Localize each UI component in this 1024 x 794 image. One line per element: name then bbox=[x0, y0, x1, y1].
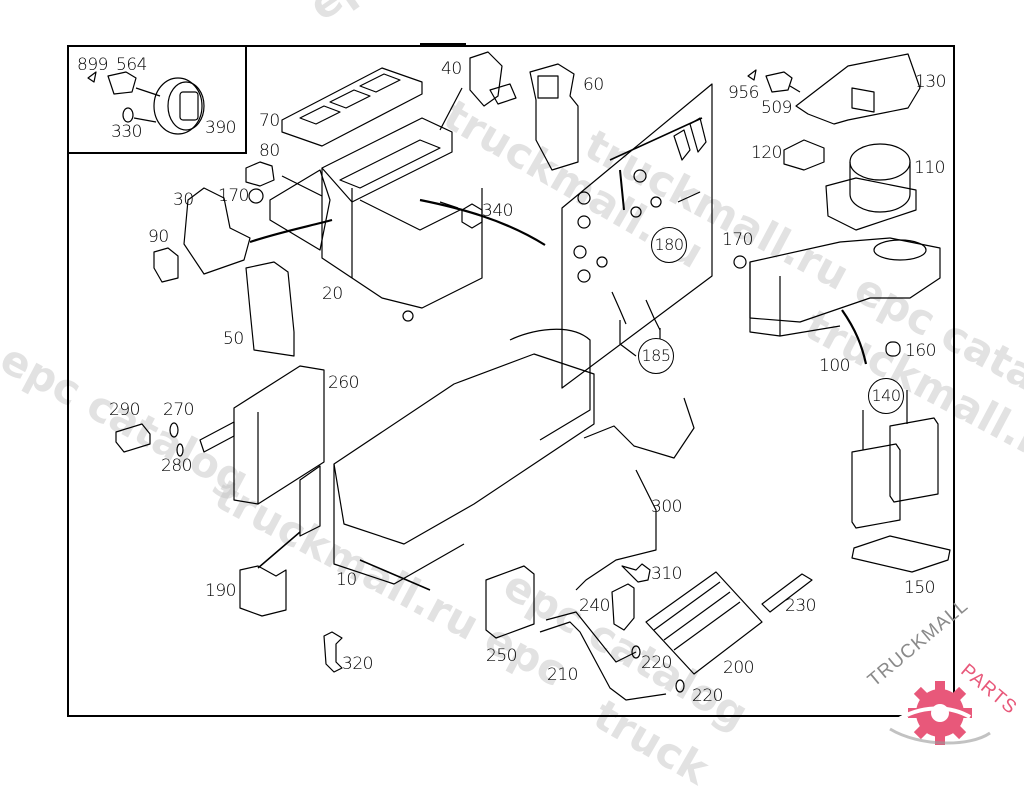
callout-340[interactable]: 340 bbox=[482, 201, 513, 221]
part-170b-grommet bbox=[733, 255, 747, 269]
callout-20[interactable]: 20 bbox=[322, 284, 343, 304]
part-390-resistor bbox=[87, 71, 205, 135]
callout-230[interactable]: 230 bbox=[785, 596, 816, 616]
callout-220a[interactable]: 220 bbox=[641, 653, 672, 673]
callout-300[interactable]: 300 bbox=[651, 497, 682, 517]
callout-150[interactable]: 150 bbox=[904, 578, 935, 598]
part-30-actuator bbox=[153, 187, 251, 283]
callout-160[interactable]: 160 bbox=[905, 341, 936, 361]
part-200-heater-core bbox=[645, 571, 763, 675]
callout-140[interactable]: 140 bbox=[868, 378, 904, 414]
part-10-module bbox=[299, 328, 595, 591]
callout-30[interactable]: 30 bbox=[173, 190, 194, 210]
part-120-resistor bbox=[783, 139, 825, 171]
part-150-tray bbox=[851, 535, 951, 573]
callout-185[interactable]: 185 bbox=[638, 338, 674, 374]
part-290-valve bbox=[115, 422, 184, 457]
parts-artwork bbox=[87, 51, 951, 701]
callout-564[interactable]: 564 bbox=[116, 55, 147, 75]
part-260-evaporator bbox=[199, 365, 325, 505]
part-70-cover bbox=[281, 67, 423, 147]
callout-260[interactable]: 260 bbox=[328, 373, 359, 393]
callout-250[interactable]: 250 bbox=[486, 646, 517, 666]
part-130-housing bbox=[747, 53, 921, 125]
part-110-blower bbox=[825, 143, 917, 231]
callout-170b[interactable]: 170 bbox=[722, 230, 753, 250]
frame-top-notch bbox=[420, 43, 466, 45]
part-340-nut bbox=[439, 201, 483, 229]
callout-80[interactable]: 80 bbox=[259, 141, 280, 161]
truckmall-parts-logo: TRUCKMALL PARTS bbox=[862, 595, 1022, 750]
callout-390[interactable]: 390 bbox=[205, 118, 236, 138]
callout-10[interactable]: 10 bbox=[336, 570, 357, 590]
callout-130[interactable]: 130 bbox=[915, 72, 946, 92]
part-80-sensor bbox=[245, 161, 323, 197]
part-50-duct bbox=[245, 261, 295, 357]
callout-310[interactable]: 310 bbox=[651, 564, 682, 584]
arrow-to-housing bbox=[249, 218, 333, 244]
callout-200[interactable]: 200 bbox=[723, 658, 754, 678]
part-60-duct bbox=[529, 63, 579, 171]
callout-210[interactable]: 210 bbox=[547, 665, 578, 685]
callout-330[interactable]: 330 bbox=[111, 122, 142, 142]
callout-110[interactable]: 110 bbox=[914, 158, 945, 178]
callout-170[interactable]: 170 bbox=[218, 186, 249, 206]
part-190-bracket bbox=[239, 565, 287, 617]
callout-90[interactable]: 90 bbox=[148, 227, 169, 247]
part-170-grommet bbox=[248, 188, 264, 204]
callout-290[interactable]: 290 bbox=[109, 400, 140, 420]
callout-280[interactable]: 280 bbox=[161, 456, 192, 476]
part-210-pipes bbox=[539, 611, 667, 701]
callout-956[interactable]: 956 bbox=[728, 83, 759, 103]
part-230-strap bbox=[761, 573, 813, 613]
part-100-housing bbox=[749, 237, 941, 365]
callout-100[interactable]: 100 bbox=[819, 356, 850, 376]
callout-509[interactable]: 509 bbox=[761, 98, 792, 118]
part-160-bushing bbox=[885, 341, 901, 357]
callout-220b[interactable]: 220 bbox=[692, 686, 723, 706]
part-140-filters bbox=[851, 390, 939, 529]
part-240-plate bbox=[611, 583, 635, 631]
callout-240[interactable]: 240 bbox=[579, 596, 610, 616]
part-220-seal bbox=[675, 679, 685, 693]
part-40-actuator bbox=[439, 51, 517, 131]
callout-270[interactable]: 270 bbox=[163, 400, 194, 420]
callout-120[interactable]: 120 bbox=[751, 143, 782, 163]
callout-180[interactable]: 180 bbox=[651, 227, 687, 263]
part-300-wiring bbox=[575, 397, 695, 591]
callout-320[interactable]: 320 bbox=[342, 654, 373, 674]
callout-60[interactable]: 60 bbox=[583, 75, 604, 95]
diagram-frame bbox=[67, 45, 955, 717]
part-20-housing bbox=[269, 117, 483, 322]
callout-899[interactable]: 899 bbox=[77, 55, 108, 75]
part-180-kit-panel bbox=[561, 83, 713, 389]
inset-box bbox=[67, 45, 247, 154]
callout-50[interactable]: 50 bbox=[223, 329, 244, 349]
part-310-screw bbox=[621, 563, 651, 583]
callout-70[interactable]: 70 bbox=[259, 111, 280, 131]
gear-icon bbox=[889, 681, 991, 745]
part-320-clip bbox=[323, 631, 343, 673]
callout-190[interactable]: 190 bbox=[205, 581, 236, 601]
callout-40[interactable]: 40 bbox=[441, 59, 462, 79]
part-220-seal bbox=[631, 645, 641, 659]
part-250-cover bbox=[485, 565, 535, 639]
